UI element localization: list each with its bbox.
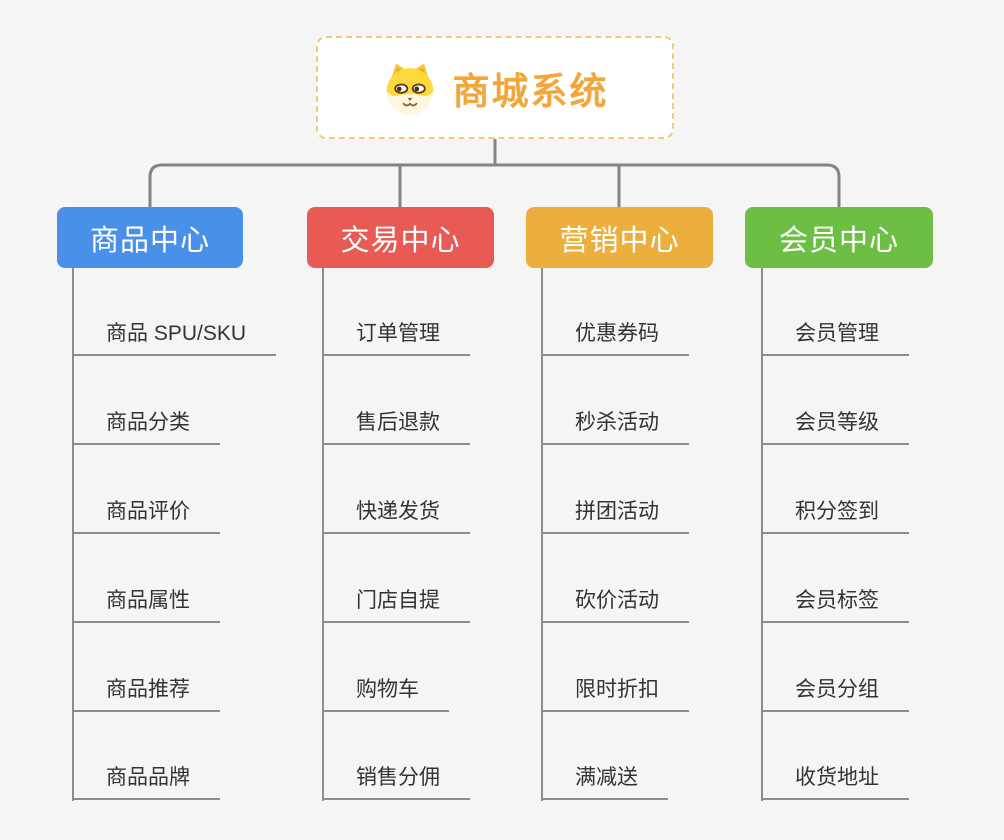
leaf-topic[interactable]: 会员等级 — [761, 411, 909, 445]
leaf-topic[interactable]: 优惠券码 — [541, 322, 689, 356]
leaf-topic[interactable]: 商品推荐 — [72, 678, 220, 712]
root-title: 商城系统 — [452, 70, 609, 112]
leaf-topic[interactable]: 砍价活动 — [541, 589, 689, 623]
leaf-topic[interactable]: 秒杀活动 — [541, 411, 689, 445]
branch-trunk-line — [761, 268, 763, 801]
branch-node-member-center[interactable]: 会员中心 — [745, 207, 933, 268]
leaf-topic[interactable]: 商品属性 — [72, 589, 220, 623]
leaf-topic[interactable]: 会员管理 — [761, 322, 909, 356]
leaf-topic[interactable]: 商品品牌 — [72, 766, 220, 800]
branch-trunk-line — [541, 268, 543, 801]
root-node[interactable]: 商城系统 — [316, 36, 674, 139]
leaf-topic[interactable]: 销售分佣 — [322, 766, 470, 800]
leaf-topic[interactable]: 限时折扣 — [541, 678, 689, 712]
shiba-dog-icon — [382, 60, 438, 116]
branch-node-trade-center[interactable]: 交易中心 — [307, 207, 494, 268]
leaf-topic[interactable]: 商品评价 — [72, 500, 220, 534]
leaf-topic[interactable]: 售后退款 — [322, 411, 470, 445]
branch-node-product-center[interactable]: 商品中心 — [57, 207, 243, 268]
branch-trunk-line — [72, 268, 74, 801]
leaf-topic[interactable]: 满减送 — [541, 766, 668, 800]
leaf-topic[interactable]: 商品 SPU/SKU — [72, 322, 277, 356]
leaf-topic[interactable]: 积分签到 — [761, 500, 909, 534]
leaf-topic[interactable]: 门店自提 — [322, 589, 470, 623]
leaf-topic[interactable]: 会员标签 — [761, 589, 909, 623]
leaf-topic[interactable]: 订单管理 — [322, 322, 470, 356]
leaf-topic[interactable]: 快递发货 — [322, 500, 470, 534]
branch-node-marketing-center[interactable]: 营销中心 — [526, 207, 713, 268]
leaf-topic[interactable]: 收货地址 — [761, 766, 909, 800]
leaf-topic[interactable]: 商品分类 — [72, 411, 220, 445]
leaf-topic[interactable]: 拼团活动 — [541, 500, 689, 534]
leaf-topic[interactable]: 购物车 — [322, 678, 449, 712]
branch-trunk-line — [322, 268, 324, 801]
leaf-topic[interactable]: 会员分组 — [761, 678, 909, 712]
